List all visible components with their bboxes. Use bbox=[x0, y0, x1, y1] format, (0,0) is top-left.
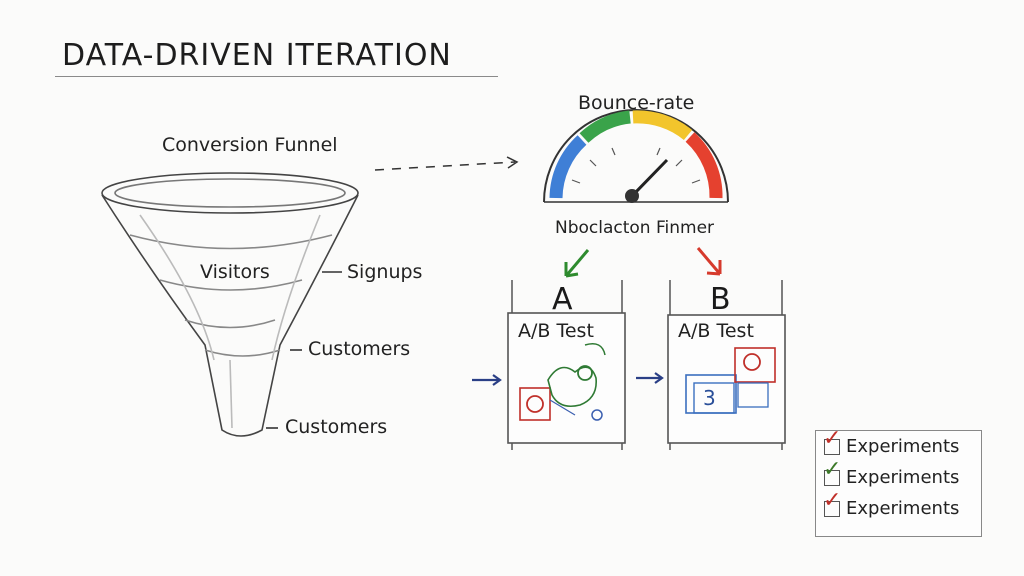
checklist-item-label: Experiments bbox=[846, 498, 960, 519]
variant-a-card-label: A/B Test bbox=[518, 320, 594, 342]
gauge-needle bbox=[630, 158, 669, 198]
variant-a-card bbox=[507, 312, 626, 444]
experiments-checklist: ✓ Experiments ✓ Experiments ✓ Experiment… bbox=[815, 427, 982, 537]
variant-a-arrow bbox=[564, 249, 590, 278]
title-underline bbox=[55, 76, 498, 77]
gauge-zone-2 bbox=[579, 110, 631, 143]
check-icon: ✓ bbox=[823, 456, 842, 482]
funnel-illustration bbox=[101, 172, 359, 437]
checklist-item: ✓ Experiments bbox=[816, 458, 981, 493]
checklist-item: ✓ Experiments bbox=[816, 427, 981, 462]
variant-b-arrow bbox=[696, 247, 722, 276]
gauge-hub bbox=[625, 189, 639, 203]
funnel-rim-outer bbox=[101, 172, 359, 214]
gauge-caption: Nboclacton Finmer bbox=[555, 218, 715, 238]
page-title: DATA-DRIVEN ITERATION bbox=[62, 38, 452, 73]
gauge-zone-3 bbox=[632, 110, 693, 141]
funnel-stage-visitors: Visitors bbox=[200, 261, 270, 283]
funnel-stage-customers-1: Customers bbox=[308, 338, 411, 360]
variant-a-letter: A bbox=[552, 282, 573, 317]
gauge-zone-4 bbox=[685, 132, 723, 199]
gauge-label: Bounce-rate bbox=[578, 92, 695, 114]
variant-b-letter: B bbox=[710, 282, 731, 317]
funnel-to-gauge-arrow bbox=[374, 156, 519, 171]
checkbox-checked: ✓ bbox=[823, 458, 841, 486]
gauge-zone-1 bbox=[549, 135, 587, 199]
check-icon: ✓ bbox=[823, 487, 842, 513]
funnel-body bbox=[101, 194, 359, 437]
funnel-heading: Conversion Funnel bbox=[162, 134, 338, 156]
checkbox-checked: ✓ bbox=[823, 427, 841, 455]
checkbox-checked: ✓ bbox=[823, 489, 841, 517]
checklist-item-label: Experiments bbox=[846, 436, 960, 457]
bounce-rate-gauge bbox=[543, 109, 729, 203]
checklist-item-label: Experiments bbox=[846, 467, 960, 488]
check-icon: ✓ bbox=[823, 425, 842, 451]
funnel-stage-customers-2: Customers bbox=[285, 416, 388, 438]
svg-text:3: 3 bbox=[703, 386, 716, 410]
checklist-item: ✓ Experiments bbox=[816, 489, 981, 524]
funnel-stage-signups: Signups bbox=[347, 261, 423, 283]
variant-b-card: 3 bbox=[667, 314, 786, 444]
variant-b-card-label: A/B Test bbox=[678, 320, 754, 342]
funnel-rim-inner bbox=[114, 178, 346, 208]
